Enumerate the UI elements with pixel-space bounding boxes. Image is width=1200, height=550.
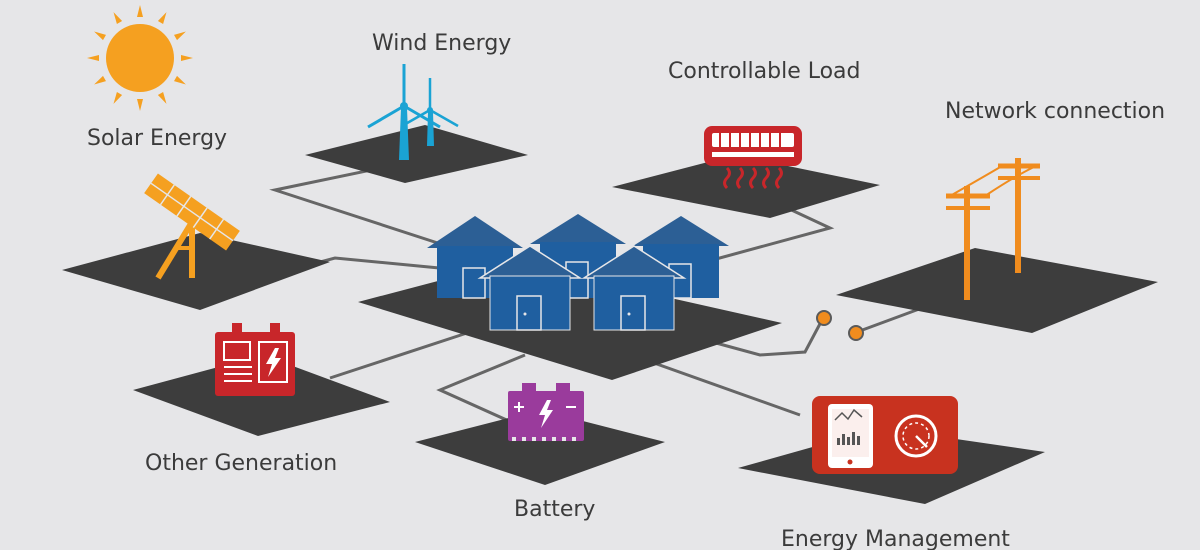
connector-other [329, 330, 471, 380]
house-front-left [477, 245, 583, 331]
house-front-right [581, 245, 687, 331]
connector-switch-grid [704, 319, 824, 357]
label-energy-management: Energy Management [781, 527, 1010, 550]
house-icon [427, 214, 729, 331]
switch-icon [816, 310, 864, 341]
connector-wind [269, 161, 451, 249]
platform-load [612, 155, 880, 218]
wind-turbine-icon [367, 64, 459, 160]
air-conditioner-icon [704, 126, 802, 190]
generator-icon [215, 323, 295, 396]
platform-wind [305, 125, 528, 183]
battery-icon [508, 383, 584, 441]
label-controllable-load: Controllable Load [668, 59, 861, 84]
label-other-generation: Other Generation [145, 451, 338, 476]
power-pole-icon [946, 158, 1040, 300]
sun-icon [87, 5, 193, 111]
label-network-connection: Network connection [945, 99, 1166, 124]
platform-battery [415, 410, 665, 485]
label-solar-energy: Solar Energy [87, 126, 228, 151]
label-wind-energy: Wind Energy [372, 31, 512, 56]
label-battery: Battery [514, 497, 596, 522]
connector-management [639, 356, 801, 417]
platform-network [836, 248, 1158, 333]
solar-panel-icon [144, 173, 240, 280]
platform-solar [62, 233, 330, 310]
energy-meter-icon [812, 396, 958, 474]
